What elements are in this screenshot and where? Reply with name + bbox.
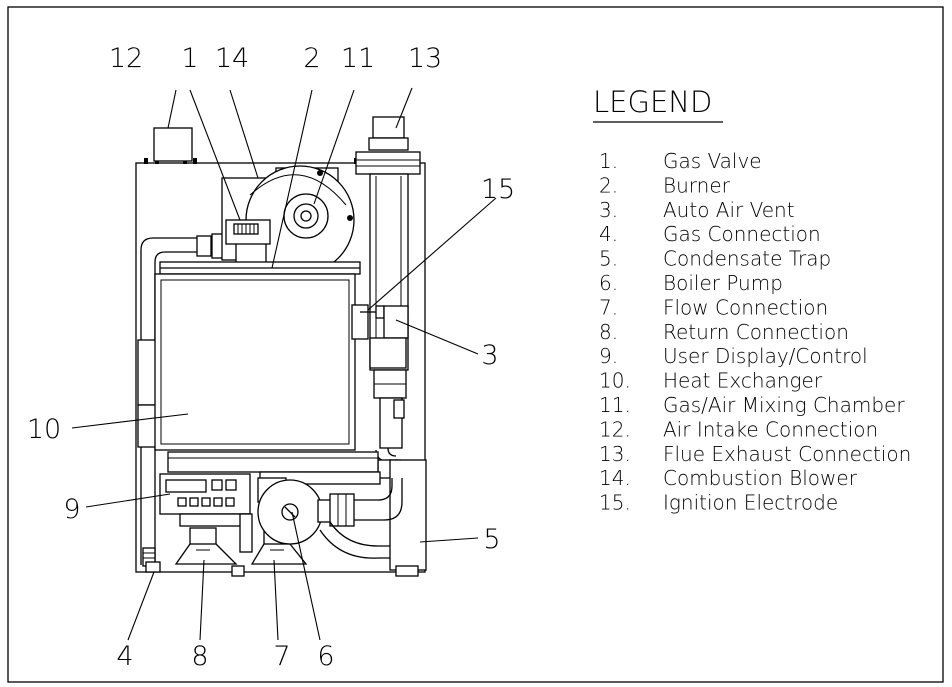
user-display-control [159, 473, 251, 527]
callout-11: 11 [341, 43, 375, 74]
boiler-pump [257, 477, 403, 559]
legend-item-number: 5. [599, 247, 618, 271]
legend-item-label: Boiler Pump [663, 271, 783, 295]
callout-8: 8 [191, 641, 208, 672]
leader-lines [71, 87, 497, 641]
legend-item-label: Return Connection [663, 320, 849, 344]
callout-13: 13 [408, 43, 442, 74]
legend-item-number: 9. [599, 344, 618, 368]
legend-item-label: Combustion Blower [663, 466, 858, 490]
callout-2: 2 [303, 43, 320, 74]
heat-exchanger [154, 273, 369, 451]
legend-item-label: User Display/Control [663, 344, 868, 368]
gas-valve [225, 219, 271, 245]
callout-4: 4 [116, 641, 133, 672]
callout-3: 3 [481, 340, 498, 371]
condensate-trap [389, 459, 427, 577]
legend-item-number: 14. [599, 466, 631, 490]
legend-item-label: Gas Connection [663, 222, 821, 246]
drawing-frame [7, 6, 944, 683]
callout-15: 15 [481, 174, 515, 205]
legend-item-number: 4. [599, 222, 618, 246]
callout-6: 6 [317, 641, 334, 672]
return-connection [174, 527, 238, 565]
legend-item-label: Air Intake Connection [663, 417, 878, 441]
gas-air-mixing-chamber [283, 170, 353, 271]
legend-item-number: 13. [599, 442, 631, 466]
flue-exhaust-connection [355, 116, 421, 371]
legend-item-number: 12. [599, 417, 631, 441]
legend-title: LEGEND [593, 85, 712, 119]
legend-item-label: Flow Connection [663, 295, 828, 319]
air-intake-connection [153, 127, 193, 162]
legend-item-label: Ignition Electrode [663, 491, 838, 515]
legend-item-label: Burner [663, 173, 731, 197]
manifold [167, 451, 381, 485]
legend-item-number: 8. [599, 320, 618, 344]
legend-item-label: Heat Exchanger [663, 369, 823, 393]
callout-5: 5 [483, 524, 500, 555]
callout-12: 12 [109, 43, 143, 74]
legend: LEGEND 1. Gas Valve 2. Burner 3. Auto Air Ven… [593, 85, 911, 515]
legend-item-label: Auto Air Vent [663, 198, 795, 222]
callout-labels: 12 1 14 2 11 13 15 3 10 9 5 4 8 7 6 [27, 43, 515, 672]
callout-7: 7 [273, 641, 290, 672]
legend-item-number: 6. [599, 271, 618, 295]
callout-14: 14 [215, 43, 249, 74]
legend-item-number: 11. [599, 393, 631, 417]
legend-item-number: 15. [599, 491, 631, 515]
legend-item-label: Gas/Air Mixing Chamber [663, 393, 905, 417]
boiler-cabinet [135, 162, 426, 573]
legend-item-number: 7. [599, 295, 618, 319]
legend-item-number: 3. [599, 198, 618, 222]
legend-item-number: 2. [599, 173, 618, 197]
legend-item-number: 10. [599, 369, 631, 393]
legend-item-number: 1. [599, 149, 618, 173]
gas-connection [145, 513, 253, 577]
legend-item-label: Flue Exhaust Connection [663, 442, 911, 466]
callout-10: 10 [27, 414, 61, 445]
legend-item-label: Gas Valve [663, 149, 762, 173]
callout-9: 9 [63, 494, 80, 525]
legend-item-label: Condensate Trap [663, 247, 831, 271]
auto-air-vent [383, 305, 409, 339]
boiler-drawing [135, 116, 427, 577]
callout-1: 1 [181, 43, 198, 74]
right-piping [369, 337, 407, 479]
